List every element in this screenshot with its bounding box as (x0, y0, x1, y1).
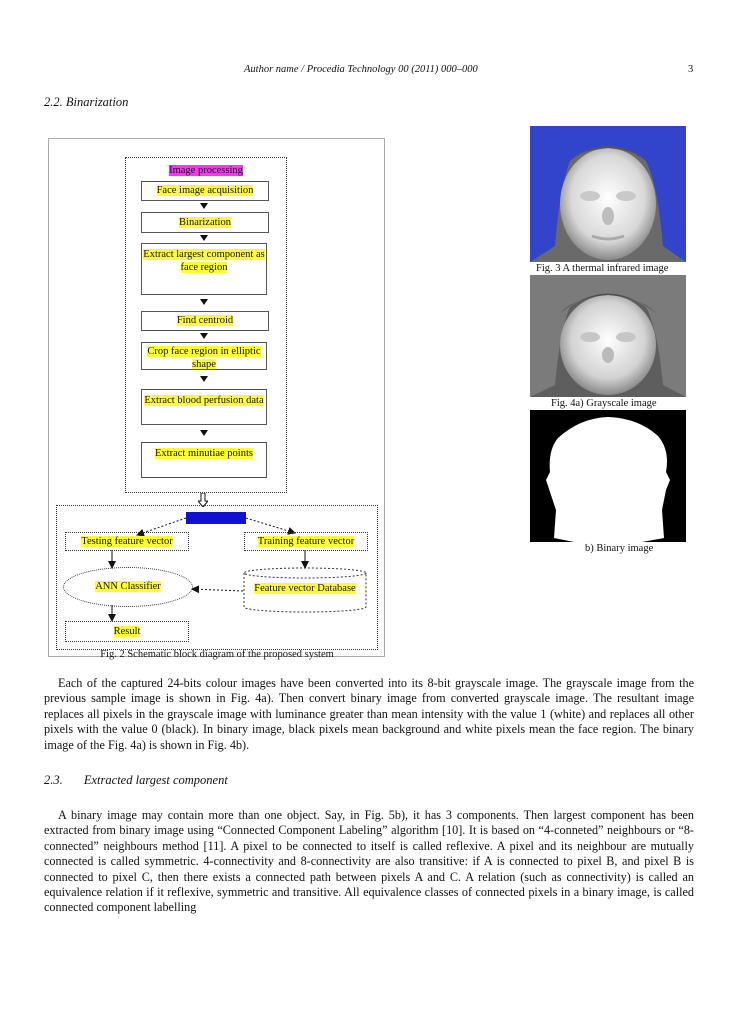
image-processing-label: Image processing (169, 165, 243, 176)
section-number: 2.3. (44, 773, 63, 787)
ann-classifier: ANN Classifier (63, 567, 193, 607)
arrow-down-icon (200, 235, 208, 241)
arrow-down-icon (200, 376, 208, 382)
step-face-acquisition: Face image acquisition (141, 181, 269, 201)
feature-database-label: Feature vector Database (254, 583, 356, 594)
running-header: Author name / Procedia Technology 00 (20… (0, 64, 740, 80)
hollow-down-arrow-icon (196, 492, 210, 508)
step-binarization: Binarization (141, 212, 269, 233)
paragraph-extracted-component: A binary image may contain more than one… (44, 808, 694, 915)
section-heading-extracted: 2.3. Extracted largest component (44, 773, 228, 788)
section-heading-binarization: 2.2. Binarization (44, 95, 129, 109)
section-title: Extracted largest component (83, 773, 228, 787)
step-blood-perfusion: Extract blood perfusion data (141, 389, 267, 425)
fig2-caption: Fig. 2 Schematic block diagram of the pr… (100, 649, 334, 660)
step-extract-largest: Extract largest component as face region (141, 243, 267, 295)
fig4b-caption: b) Binary image (585, 543, 654, 554)
fig4a-caption: Fig. 4a) Grayscale image (551, 398, 657, 409)
grayscale-image (530, 275, 686, 397)
feature-database: Feature vector Database (243, 567, 367, 613)
blue-label-box (186, 512, 246, 524)
arrow-down-icon (200, 203, 208, 209)
running-title: Author name / Procedia Technology 00 (20… (244, 64, 478, 75)
arrow-down-icon (200, 299, 208, 305)
page-number: 3 (688, 64, 694, 75)
arrow-down-icon (200, 430, 208, 436)
testing-feature-vector: Testing feature vector (65, 532, 189, 551)
paragraph-binarization: Each of the captured 24-bits colour imag… (44, 676, 694, 752)
matching-group (56, 505, 378, 650)
fig3-caption: Fig. 3 A thermal infrared image (536, 263, 669, 274)
image-processing-group (125, 157, 287, 493)
binary-image (530, 410, 686, 542)
step-minutiae: Extract minutiae points (141, 442, 267, 478)
step-find-centroid: Find centroid (141, 311, 269, 331)
diagram-connectors (108, 517, 309, 622)
thermal-infrared-image (530, 126, 686, 262)
step-crop-face: Crop face region in elliptic shape (141, 342, 267, 370)
result-box: Result (65, 621, 189, 642)
arrow-down-icon (200, 333, 208, 339)
block-diagram: Image processing Face image acquisition … (48, 138, 385, 660)
training-feature-vector: Training feature vector (244, 532, 368, 551)
